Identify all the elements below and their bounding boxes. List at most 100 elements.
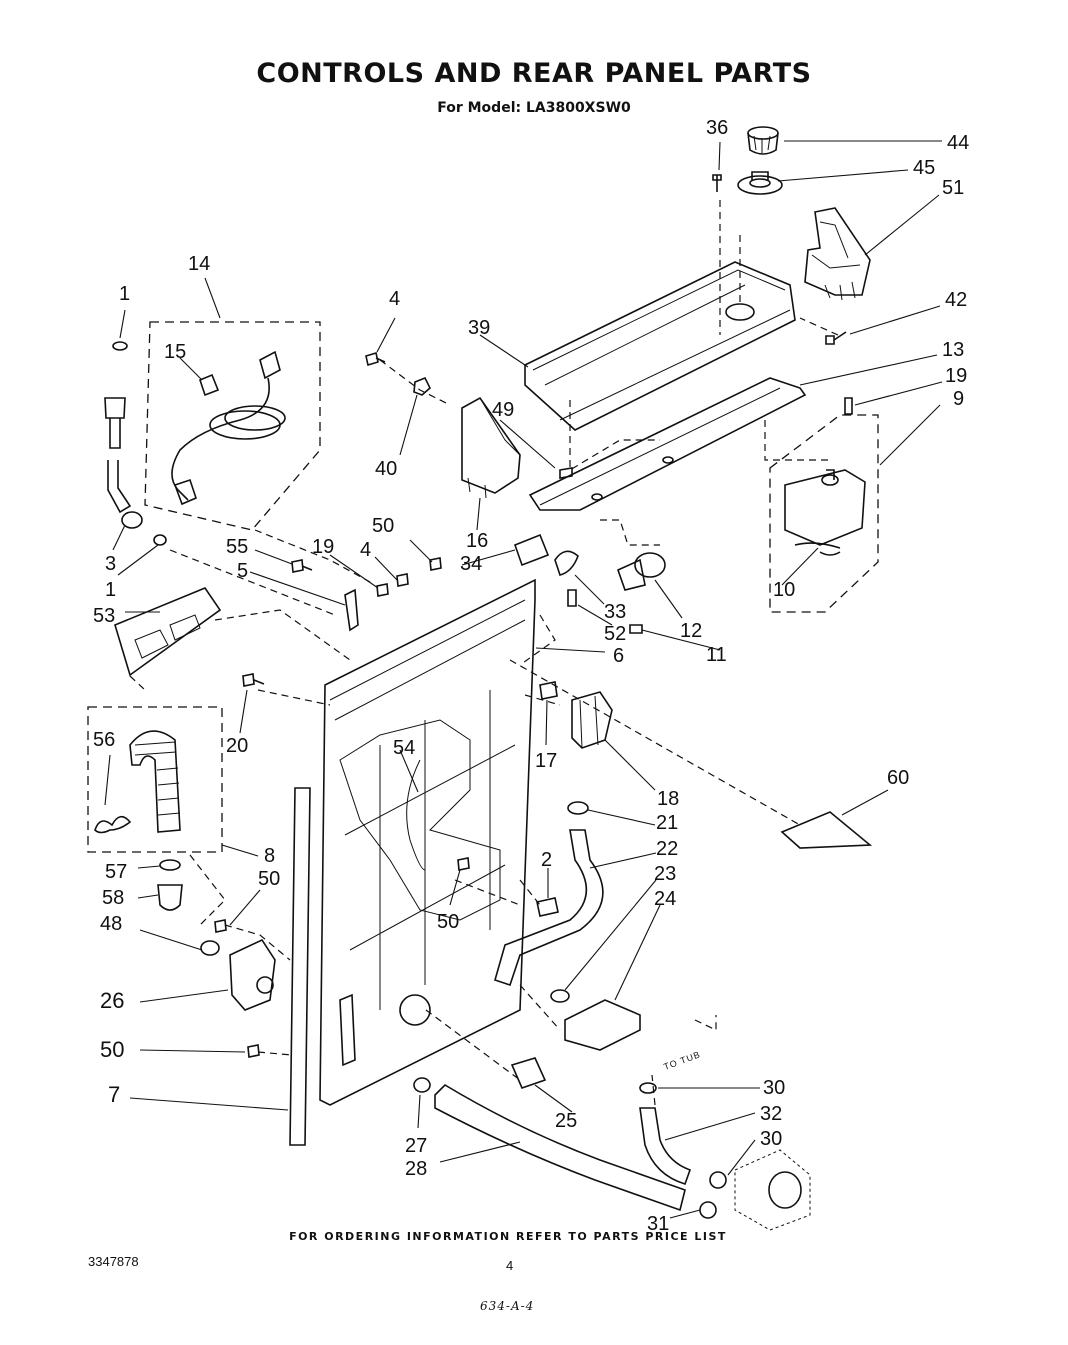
water-valve-part-18 [571, 691, 613, 749]
callout-2: 2 [541, 849, 552, 871]
switch-part-12 [617, 552, 666, 591]
screw-part-50-panel [457, 857, 470, 871]
callout-36: 36 [706, 117, 728, 139]
timer-part-9 [784, 469, 866, 546]
screw-part-52 [567, 589, 577, 607]
callout-44: 44 [947, 132, 969, 154]
guide-line [425, 1009, 521, 1081]
callout-9: 9 [953, 388, 964, 410]
clamp-part-30-lower [709, 1171, 727, 1189]
callout-55: 55 [226, 536, 248, 558]
callout-18: 18 [657, 788, 679, 810]
strain-relief-part-15 [199, 373, 220, 397]
inlet-hose-part-3 [104, 397, 143, 529]
callout-6: 6 [613, 645, 624, 667]
rear-cover-part-53 [114, 587, 222, 677]
washer-part-1-lower [153, 534, 167, 546]
grommet-part-34 [513, 533, 550, 567]
clip-part-5 [344, 588, 359, 632]
callout-30-lower: 30 [760, 1128, 782, 1150]
callout-13: 13 [942, 339, 964, 361]
callout-20: 20 [226, 735, 248, 757]
callout-40: 40 [375, 458, 397, 480]
fill-hose-part-22 [494, 829, 604, 987]
screw-part-49 [559, 467, 573, 479]
callout-23: 23 [654, 863, 676, 885]
nut-part-17 [539, 681, 558, 700]
callout-50-panel: 50 [437, 911, 459, 933]
guide-line [257, 1051, 293, 1056]
callout-31: 31 [647, 1213, 669, 1235]
power-cord-group-box [144, 321, 321, 531]
console-panel-part-39 [524, 261, 796, 431]
callout-60: 60 [887, 767, 909, 789]
leader-lines [104, 140, 943, 1219]
screw-part-19-top [844, 397, 853, 415]
guide-line [519, 984, 561, 1031]
guide-line [799, 317, 839, 336]
callout-54: 54 [393, 737, 415, 759]
bracket-part-51 [804, 207, 871, 301]
guide-line [214, 609, 351, 661]
guide-line [224, 924, 291, 961]
callout-48: 48 [100, 913, 122, 935]
guide-line [379, 359, 451, 406]
callout-58: 58 [102, 887, 124, 909]
page-title: CONTROLS AND REAR PANEL PARTS [256, 58, 812, 89]
hose-part-32 [639, 1107, 692, 1185]
handwritten-code: 634-A-4 [480, 1299, 535, 1313]
washer-part-30-top [639, 1082, 657, 1094]
callout-53: 53 [93, 605, 115, 627]
to-tub-label: TO TUB [662, 1049, 702, 1072]
guide-line [764, 420, 830, 461]
power-cord-part-14 [171, 350, 286, 506]
callout-33: 33 [604, 601, 626, 623]
guide-line [257, 689, 331, 706]
screw-part-19-mid [376, 583, 389, 597]
callout-17: 17 [535, 750, 557, 772]
knob-part-44 [747, 126, 779, 155]
callout-10: 10 [773, 579, 795, 601]
screw-part-4-top [365, 351, 386, 367]
callout-19-mid: 19 [312, 536, 334, 558]
timer-group-box [769, 414, 879, 613]
guide-line [254, 529, 371, 583]
control-panel-rail-part-13 [528, 377, 807, 511]
timer-wire-part-10 [794, 542, 841, 556]
rear-panel-part-6 [319, 578, 536, 1106]
callout-39: 39 [468, 317, 490, 339]
callout-labels: 44 36 45 51 14 1 4 42 39 13 15 19 9 49 4… [93, 117, 969, 1235]
callout-22: 22 [656, 838, 678, 860]
model-subtitle: For Model: LA3800XSW0 [437, 100, 631, 116]
page-number: 4 [506, 1258, 514, 1273]
callout-4-top: 4 [389, 288, 400, 310]
clamp-part-23 [550, 989, 570, 1003]
screw-part-20 [242, 673, 265, 687]
bracket-part-24 [564, 999, 641, 1051]
guide-line [600, 519, 660, 546]
washer-part-1-top [112, 341, 128, 351]
screw-part-36 [712, 174, 722, 192]
callout-42: 42 [945, 289, 967, 311]
callout-4-mid: 4 [360, 539, 371, 561]
screw-part-50-lower [247, 1044, 260, 1058]
callout-3: 3 [105, 553, 116, 575]
drain-hose-part-56 [94, 730, 181, 834]
guide-line [189, 854, 226, 926]
guide-line [651, 1074, 656, 1106]
guide-line [454, 879, 521, 906]
screw-part-55 [291, 559, 313, 573]
callout-30-top: 30 [763, 1077, 785, 1099]
screw-part-11 [629, 624, 643, 634]
callout-5: 5 [237, 560, 248, 582]
guide-line [569, 400, 660, 472]
screw-part-50-left [214, 919, 227, 933]
callout-1-lower: 1 [105, 579, 116, 601]
side-rail-part-7 [289, 787, 311, 1146]
callout-28: 28 [405, 1158, 427, 1180]
callout-32: 32 [760, 1103, 782, 1125]
callout-7: 7 [108, 1082, 120, 1107]
guide-line [509, 659, 801, 826]
callout-11: 11 [706, 644, 727, 666]
